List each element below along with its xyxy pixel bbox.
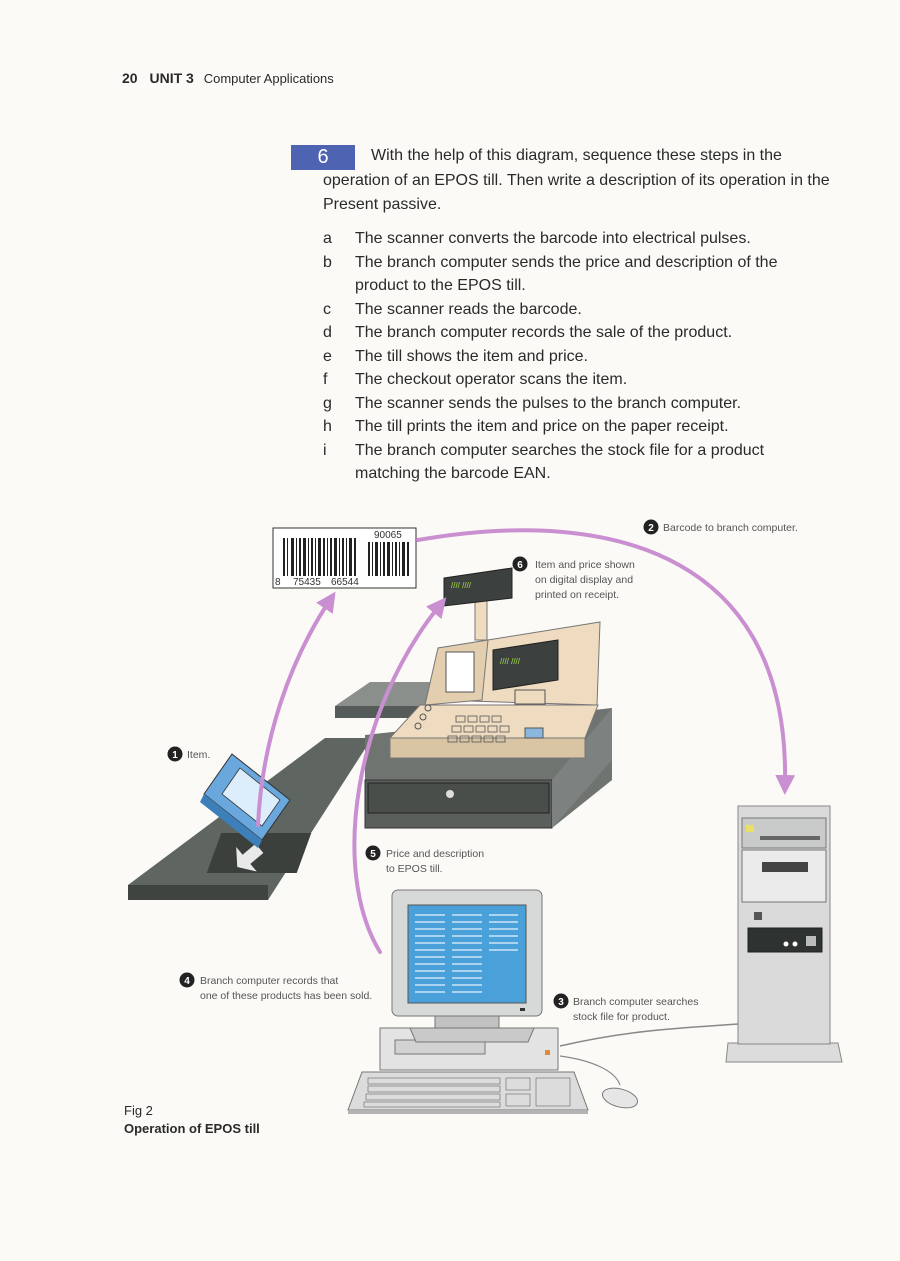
branch-computer-tower <box>725 805 843 1063</box>
label-2: 2 Barcode to branch computer. <box>643 519 798 535</box>
figure-title: Operation of EPOS till <box>124 1121 260 1136</box>
step-item: a The scanner converts the barcode into e… <box>323 227 823 251</box>
till-display-text: //// //// <box>500 657 521 666</box>
arrow-5-computer-to-till <box>352 597 447 954</box>
barcode-label: 90065 8 75435 66544 <box>272 527 417 589</box>
step-text: The till prints the item and price on th… <box>355 418 729 435</box>
figure-number: Fig 2 <box>124 1103 153 1118</box>
label-1-text: Item. <box>187 749 210 761</box>
label-6-text-line3: printed on receipt. <box>535 589 619 601</box>
step-item: b The branch computer sends the price and… <box>323 251 823 298</box>
barcode-bars <box>283 538 409 576</box>
step-text: The branch computer sends the price and … <box>355 253 778 295</box>
step-text: The checkout operator scans the item. <box>355 371 628 388</box>
step-item: h The till prints the item and price on t… <box>323 415 823 439</box>
task-instruction: With the help of this diagram, sequence … <box>323 147 830 213</box>
step-letter: c <box>323 300 331 318</box>
step-text: The branch computer searches the stock f… <box>355 441 765 483</box>
task-number-badge: 6 <box>291 145 355 170</box>
label-5-text-line2: to EPOS till. <box>386 863 443 875</box>
page-number: 20 <box>122 70 138 86</box>
branch-computer-desktop <box>347 889 739 1114</box>
step-text: The branch computer records the sale of … <box>355 324 733 341</box>
label-5: 5 Price and description to EPOS till. <box>365 845 484 875</box>
label-3-number: 3 <box>558 997 564 1008</box>
arrow-1-item-to-barcode <box>256 591 336 827</box>
label-6-number: 6 <box>517 560 523 571</box>
label-6-text-line2: on digital display and <box>535 574 633 586</box>
label-5-number: 5 <box>370 849 376 860</box>
step-item: c The scanner reads the barcode. <box>323 298 823 322</box>
item-box <box>200 753 291 848</box>
running-head: 20 UNIT 3 Computer Applications <box>122 70 334 86</box>
label-6-text-line1: Item and price shown <box>535 559 635 571</box>
label-2-text: Barcode to branch computer. <box>663 522 798 534</box>
label-1: 1 Item. <box>167 746 210 762</box>
label-5-text-line1: Price and description <box>386 848 484 860</box>
label-4-text-line1: Branch computer records that <box>200 975 338 987</box>
keyboard-keys <box>363 1077 571 1108</box>
unit-label: UNIT 3 <box>149 70 194 86</box>
till-keypad <box>447 715 510 743</box>
step-text: The scanner reads the barcode. <box>355 300 582 318</box>
step-letter: g <box>323 394 332 412</box>
epos-till: //// //// //// //// <box>364 567 612 829</box>
step-item: i The branch computer searches the stock … <box>323 439 823 486</box>
step-text: The scanner converts the barcode into el… <box>355 230 751 247</box>
step-letter: a <box>323 230 332 247</box>
step-item: e The till shows the item and price. <box>323 345 823 369</box>
step-letter: e <box>323 347 332 365</box>
figure-caption: Fig 2 Operation of EPOS till <box>124 1102 260 1138</box>
step-letter: f <box>323 371 328 388</box>
unit-title: Computer Applications <box>203 71 334 86</box>
barcode-digits-right: 66544 <box>331 577 359 588</box>
label-1-number: 1 <box>172 750 178 761</box>
step-letter: d <box>323 324 332 341</box>
step-item: d The branch computer records the sale of… <box>323 321 823 345</box>
label-3-text-line2: stock file for product. <box>573 1011 670 1023</box>
label-3-text-line1: Branch computer searches <box>573 996 698 1008</box>
arrow-2-barcode-to-computer <box>416 528 796 795</box>
step-item: g The scanner sends the pulses to the bra… <box>323 392 823 416</box>
step-item: f The checkout operator scans the item. <box>323 368 823 392</box>
screen-text-lines <box>415 914 518 993</box>
label-4-text-line2: one of these products has been sold. <box>200 990 372 1002</box>
step-letter: i <box>323 441 327 459</box>
label-3: 3 Branch computer searches stock file fo… <box>553 993 698 1023</box>
barcode-top-number: 90065 <box>374 530 402 541</box>
step-text: The scanner sends the pulses to the bran… <box>355 394 742 412</box>
label-2-number: 2 <box>648 523 654 534</box>
steps-list: a The scanner converts the barcode into e… <box>323 227 823 486</box>
step-letter: b <box>323 253 332 271</box>
pole-display-text: //// //// <box>451 581 472 590</box>
flow-arrows <box>256 528 796 954</box>
label-4: 4 Branch computer records that one of th… <box>179 972 372 1002</box>
barcode-digit-left: 8 <box>275 577 281 588</box>
step-text: The till shows the item and price. <box>355 347 588 365</box>
label-6: 6 Item and price shown on digital displa… <box>512 556 635 601</box>
barcode-digits-mid: 75435 <box>293 577 321 588</box>
label-4-number: 4 <box>184 976 190 987</box>
step-letter: h <box>323 418 332 435</box>
